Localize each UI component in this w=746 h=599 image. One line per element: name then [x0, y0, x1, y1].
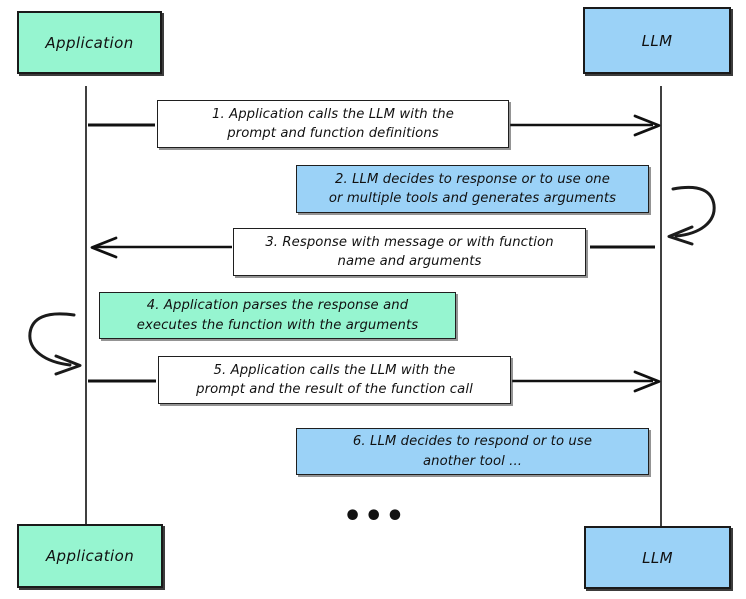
- arrow-2-self-loop: [671, 185, 716, 238]
- participant-label: Application: [45, 547, 135, 565]
- arrow-4-head: [54, 354, 82, 376]
- message-text-3: 3. Response with message or with functio…: [265, 233, 553, 271]
- message-line-1: 3. Response with message or with functio…: [265, 234, 554, 250]
- message-text-5: 5. Application calls the LLM with the pr…: [196, 361, 473, 399]
- message-line-2: prompt and the result of the function ca…: [196, 382, 473, 397]
- message-text-1: 1. Application calls the LLM with the pr…: [212, 105, 454, 143]
- participant-application-top[interactable]: Application: [17, 11, 162, 74]
- arrow-1-head: [633, 114, 661, 137]
- message-line-2: or multiple tools and generates argument…: [328, 191, 617, 206]
- message-box-2[interactable]: 2. LLM decides to response or to use one…: [296, 165, 649, 213]
- message-line-1: 2. LLM decides to response or to use one: [335, 171, 610, 187]
- message-box-4[interactable]: 4. Application parses the response and e…: [99, 292, 456, 339]
- message-line-1: 5. Application calls the LLM with the: [213, 362, 456, 378]
- continuation-ellipsis: •••: [343, 499, 407, 534]
- participant-label: Application: [45, 33, 134, 52]
- arrow-4-self-loop: [28, 312, 76, 367]
- message-line-2: name and arguments: [337, 254, 482, 269]
- message-text-2: 2. LLM decides to response or to use one…: [329, 170, 616, 208]
- message-box-3[interactable]: 3. Response with message or with functio…: [233, 228, 586, 276]
- participant-llm-bottom[interactable]: LLM: [584, 526, 731, 589]
- message-line-2: executes the function with the arguments: [136, 317, 419, 333]
- participant-llm-top[interactable]: LLM: [583, 7, 731, 74]
- message-line-1: 1. Application calls the LLM with the: [212, 106, 454, 122]
- message-box-5[interactable]: 5. Application calls the LLM with the pr…: [158, 356, 511, 404]
- participant-label: LLM: [642, 548, 673, 567]
- message-text-6: 6. LLM decides to respond or to use anot…: [353, 432, 592, 470]
- message-box-6[interactable]: 6. LLM decides to respond or to use anot…: [296, 428, 649, 475]
- participant-application-bottom[interactable]: Application: [17, 524, 163, 588]
- message-box-1[interactable]: 1. Application calls the LLM with the pr…: [157, 100, 509, 148]
- message-line-2: another tool ...: [422, 453, 523, 469]
- message-line-2: prompt and function definitions: [227, 126, 439, 141]
- arrow-5-head: [633, 370, 661, 393]
- message-line-1: 4. Application parses the response and: [146, 298, 409, 314]
- message-line-1: 6. LLM decides to respond or to use: [352, 434, 593, 450]
- participant-label: LLM: [641, 31, 673, 50]
- message-text-4: 4. Application parses the response and e…: [137, 296, 418, 334]
- arrow-2-head: [667, 225, 694, 246]
- arrow-3-head: [90, 236, 118, 259]
